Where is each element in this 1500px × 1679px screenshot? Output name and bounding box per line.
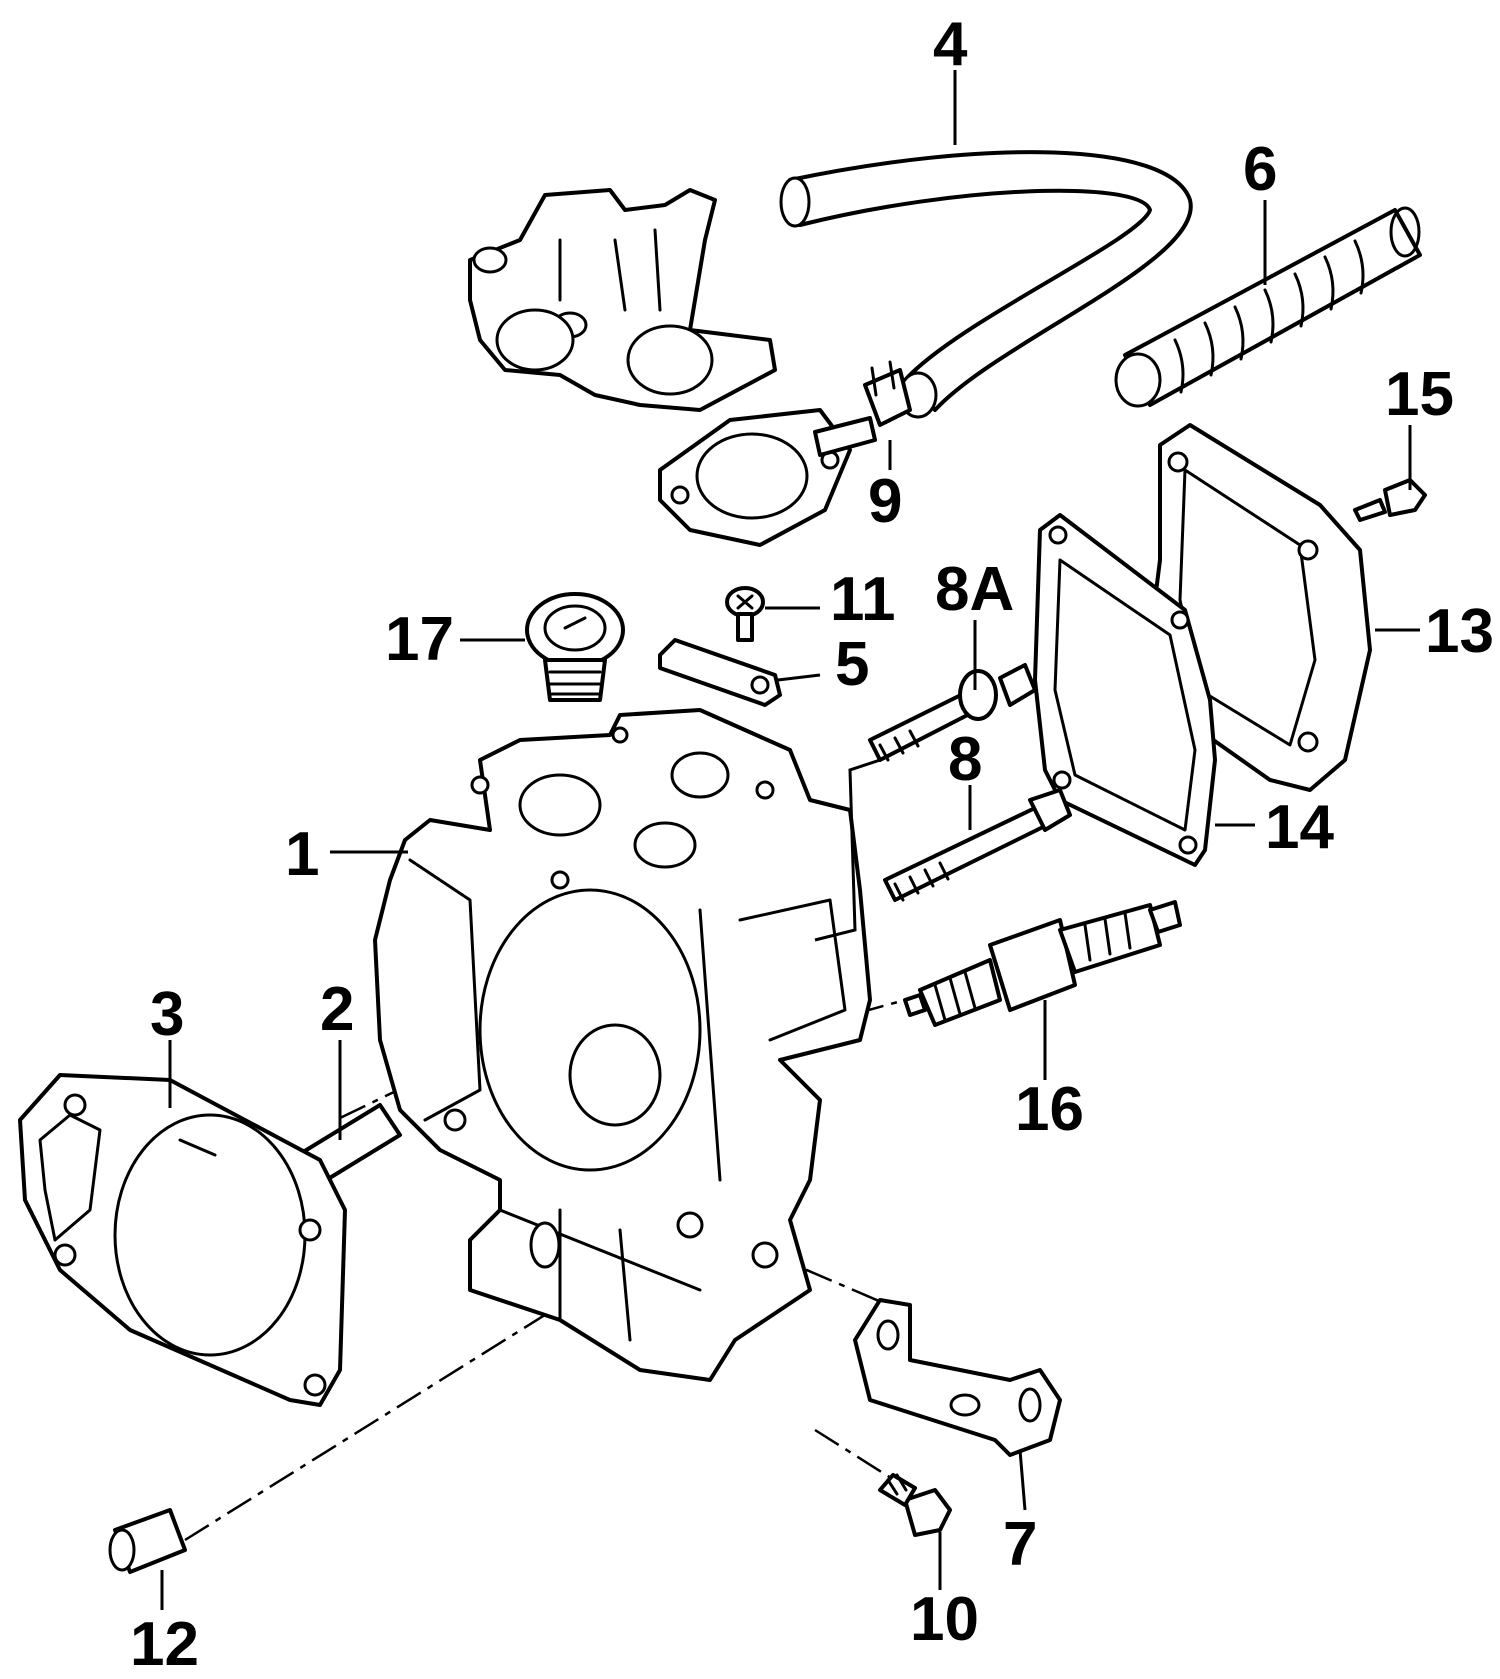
- part-12-dowel[interactable]: [108, 1508, 187, 1574]
- callout-5: 5: [835, 630, 869, 699]
- part-17-thermostat[interactable]: [525, 592, 625, 702]
- callout-2: 2: [320, 975, 354, 1044]
- part-16-spark-plug[interactable]: [903, 900, 1182, 1027]
- part-8a-bolt[interactable]: [868, 663, 1037, 762]
- part-9-hose-clip[interactable]: [863, 360, 912, 427]
- callout-8a: 8A: [935, 555, 1014, 624]
- callout-7: 7: [1003, 1510, 1037, 1579]
- thermostat-cover[interactable]: [468, 188, 777, 412]
- callout-16: 16: [1015, 1075, 1084, 1144]
- part-15-bolt[interactable]: [1353, 478, 1427, 522]
- part-14-cover-gasket[interactable]: [1033, 513, 1217, 867]
- part-6-spiral-protector[interactable]: [1114, 206, 1422, 408]
- callout-4: 4: [933, 10, 968, 79]
- callout-3: 3: [150, 980, 184, 1049]
- callout-14: 14: [1265, 793, 1334, 862]
- part-1-cylinder-block[interactable]: [373, 708, 872, 1382]
- part-8-bolt[interactable]: [883, 788, 1072, 902]
- callout-15: 15: [1385, 360, 1454, 429]
- part-10-bolt[interactable]: [878, 1473, 952, 1537]
- callout-11: 11: [830, 565, 896, 634]
- callout-10: 10: [910, 1585, 979, 1654]
- callout-8: 8: [948, 725, 982, 794]
- leader-lines: [160, 70, 1420, 1610]
- callout-12: 12: [130, 1610, 199, 1679]
- part-3-head-gasket[interactable]: [18, 1073, 347, 1407]
- callout-17: 17: [385, 605, 454, 674]
- callout-6: 6: [1243, 135, 1277, 204]
- callout-1: 1: [285, 820, 319, 889]
- callout-13: 13: [1425, 597, 1494, 666]
- thermostat-cover-gasket[interactable]: [658, 408, 877, 547]
- callout-9: 9: [868, 467, 902, 536]
- part-7-bracket[interactable]: [853, 1298, 1062, 1457]
- part-5-plate[interactable]: [658, 638, 782, 707]
- callout-labels: 4 6 15 9 11 8A 17 5 13 8 14 1 2 3 16 7 1…: [130, 10, 1494, 1679]
- part-11-screw[interactable]: [725, 586, 765, 642]
